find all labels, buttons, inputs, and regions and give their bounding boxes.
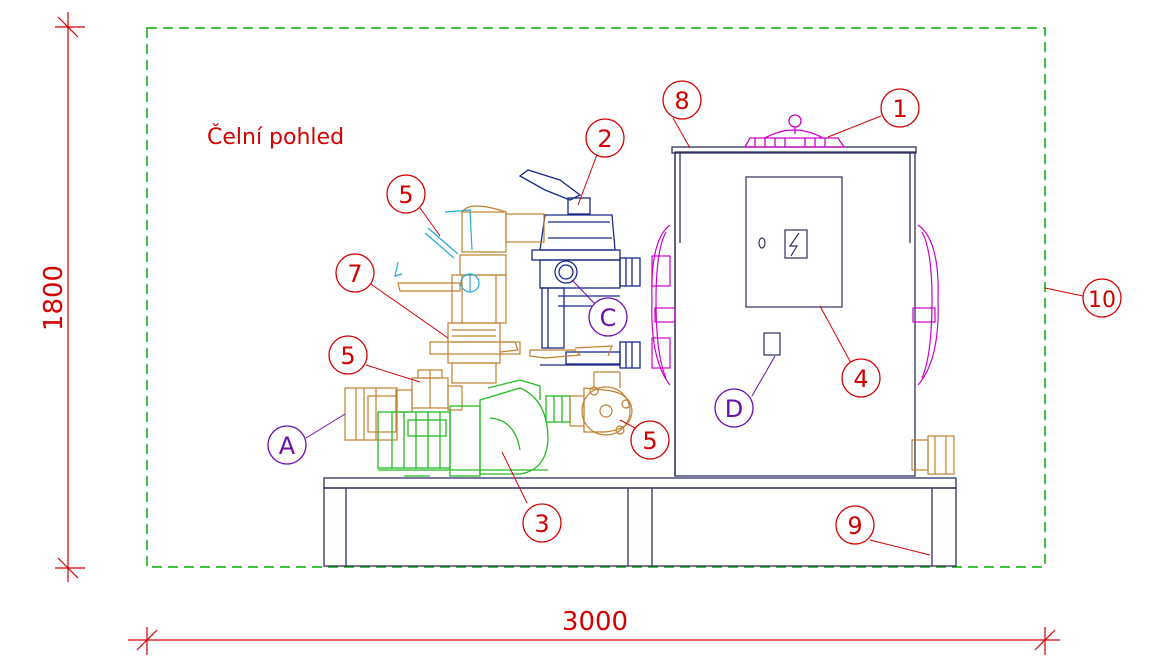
- callout-circles: [328, 80, 1122, 545]
- callout-3: 3: [534, 510, 549, 538]
- callout-9: 9: [847, 512, 862, 540]
- tank-lid: [743, 114, 846, 148]
- letter-callout-leaders: [305, 279, 776, 439]
- callout-5-right: 5: [642, 427, 657, 455]
- callout-D: D: [725, 395, 743, 423]
- callout-5-top: 5: [398, 181, 413, 209]
- pump: [377, 379, 571, 477]
- callout-leaders: [365, 115, 1084, 556]
- tank: [671, 146, 917, 477]
- letter-callout-circles: [267, 297, 754, 465]
- height-dimension-label: 1800: [39, 265, 69, 331]
- multiport-valve-handle-lower: [529, 345, 613, 359]
- base-frame: [323, 477, 957, 567]
- riser-piping: [397, 205, 545, 384]
- height-dimension: [55, 12, 85, 582]
- discharge-flange: [569, 371, 633, 436]
- tank-side-fittings: [651, 224, 939, 386]
- callout-A: A: [279, 432, 296, 460]
- callout-2: 2: [597, 125, 612, 153]
- sensor-box: [763, 332, 781, 356]
- control-panel: [745, 176, 843, 308]
- high-voltage-icon: [788, 232, 800, 257]
- outlet-coupling: [911, 435, 955, 475]
- width-dimension-label: 3000: [562, 607, 628, 637]
- suction-valve: [395, 369, 463, 413]
- width-dimension: [128, 627, 1060, 655]
- callout-C: C: [600, 304, 617, 332]
- suction-coupling: [344, 387, 398, 441]
- callout-1: 1: [892, 95, 907, 123]
- callout-8: 8: [674, 87, 689, 115]
- installation-boundary: [146, 27, 1046, 568]
- callout-7: 7: [347, 260, 362, 288]
- view-title: Čelní pohled: [207, 124, 344, 150]
- callout-5-left: 5: [340, 342, 355, 370]
- callout-4: 4: [853, 365, 868, 393]
- multiport-valve: [518, 169, 641, 369]
- riser-valve-handle: [394, 209, 480, 293]
- callout-10: 10: [1088, 288, 1116, 313]
